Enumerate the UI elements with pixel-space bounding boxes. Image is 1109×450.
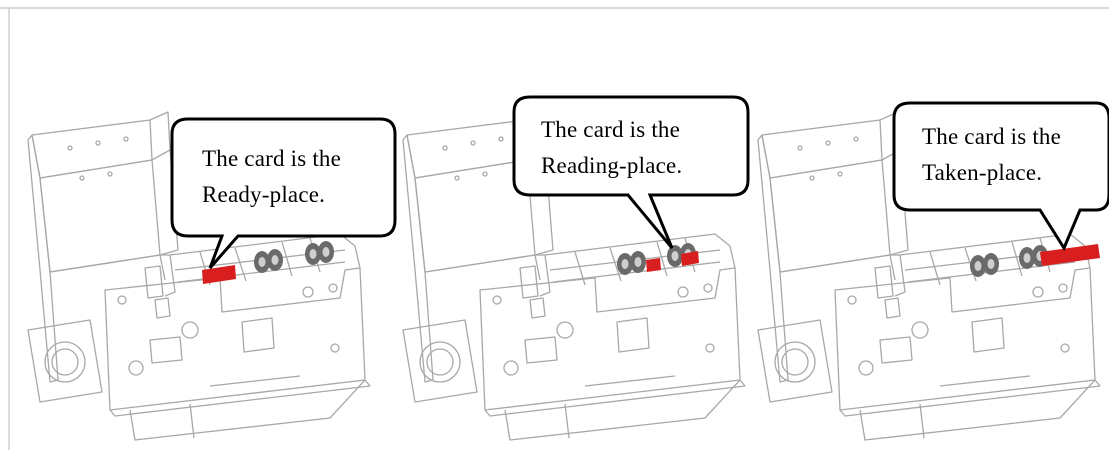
callout-text-3: The card is the Taken-place. (922, 119, 1061, 191)
callout-3-line-1: The card is the (922, 119, 1061, 155)
callout-2-line-2: Reading-place. (541, 148, 682, 184)
callout-1-line-1: The card is the (202, 141, 341, 177)
card-reading-position-part1 (646, 258, 661, 272)
card-ready-position (202, 265, 236, 284)
callout-text-1: The card is the Ready-place. (202, 141, 341, 213)
callout-1-line-2: Ready-place. (202, 177, 341, 213)
callout-3-line-2: Taken-place. (922, 155, 1061, 191)
callout-text-2: The card is the Reading-place. (541, 112, 682, 184)
callout-2-line-1: The card is the (541, 112, 682, 148)
